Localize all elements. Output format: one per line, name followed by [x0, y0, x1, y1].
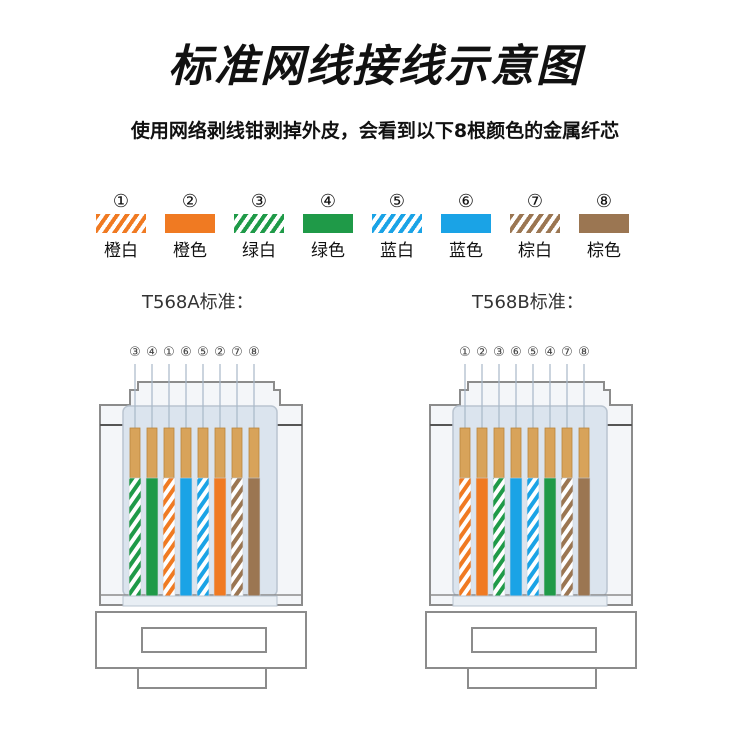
t568a-title: T568A标准：	[142, 292, 254, 313]
copper-contact	[476, 427, 488, 479]
solid-swatch	[303, 214, 353, 233]
legend-number: ③	[250, 191, 268, 212]
copper-contact	[459, 427, 471, 479]
wire-striped	[230, 477, 244, 597]
pin-number-label: ①	[163, 345, 175, 360]
legend-item: ⑦ 棕白	[507, 192, 563, 261]
wire-striped	[162, 477, 176, 597]
wire-striped	[492, 477, 506, 597]
legend-label: 棕白	[518, 241, 552, 261]
t568b-title: T568B标准：	[472, 292, 584, 313]
legend-item: ⑧ 棕色	[576, 192, 632, 261]
copper-contact	[180, 427, 192, 479]
copper-contact	[129, 427, 141, 479]
wire-solid	[475, 477, 489, 597]
wire-striped	[196, 477, 210, 597]
legend-label: 蓝色	[449, 241, 483, 261]
pin-number-label: ②	[476, 345, 488, 360]
legend-label: 橙色	[173, 241, 207, 261]
legend-item: ⑤ 蓝白	[369, 192, 425, 261]
legend-label: 绿色	[311, 241, 345, 261]
copper-contact	[248, 427, 260, 479]
copper-contact	[231, 427, 243, 479]
pin-number-label: ③	[129, 345, 141, 360]
striped-swatch	[510, 214, 560, 233]
copper-contact	[197, 427, 209, 479]
solid-swatch	[579, 214, 629, 233]
wire-solid	[213, 477, 227, 597]
wire-striped	[560, 477, 574, 597]
wire-striped	[526, 477, 540, 597]
striped-swatch	[234, 214, 284, 233]
striped-swatch	[372, 214, 422, 233]
legend-item: ① 橙白	[93, 192, 149, 261]
page-subtitle: 使用网络剥线钳剥掉外皮，会看到以下8根颜色的金属纤芯	[130, 120, 620, 142]
legend-number: ④	[319, 191, 337, 212]
legend-label: 蓝白	[380, 241, 414, 261]
legend-number: ⑦	[526, 191, 544, 212]
pin-number-label: ⑦	[561, 345, 573, 360]
copper-contact	[578, 427, 590, 479]
wire-solid	[543, 477, 557, 597]
legend-number: ⑥	[457, 191, 475, 212]
copper-contact	[544, 427, 556, 479]
solid-swatch	[165, 214, 215, 233]
legend-label: 绿白	[242, 241, 276, 261]
legend-item: ② 橙色	[162, 192, 218, 261]
pin-number-label: ⑤	[527, 345, 539, 360]
pin-number-label: ⑤	[197, 345, 209, 360]
legend-item: ⑥ 蓝色	[438, 192, 494, 261]
pin-number-label: ④	[146, 345, 158, 360]
pin-number-label: ⑥	[510, 345, 522, 360]
pin-number-label: ⑧	[578, 345, 590, 360]
wire-solid	[179, 477, 193, 597]
wire-solid	[247, 477, 261, 597]
copper-contact	[510, 427, 522, 479]
legend-number: ⑧	[595, 191, 613, 212]
page-title: 标准网线接线示意图	[168, 41, 582, 92]
copper-contact	[493, 427, 505, 479]
copper-contact	[527, 427, 539, 479]
striped-swatch	[96, 214, 146, 233]
legend-number: ①	[112, 191, 130, 212]
copper-contact	[214, 427, 226, 479]
copper-contact	[146, 427, 158, 479]
wire-solid	[577, 477, 591, 597]
wire-striped	[458, 477, 472, 597]
legend-label: 棕色	[587, 241, 621, 261]
pin-number-label: ③	[493, 345, 505, 360]
legend-label: 橙白	[104, 241, 138, 261]
legend-item: ④ 绿色	[300, 192, 356, 261]
wire-striped	[128, 477, 142, 597]
copper-contact	[163, 427, 175, 479]
legend-item: ③ 绿白	[231, 192, 287, 261]
copper-contact	[561, 427, 573, 479]
wire-solid	[145, 477, 159, 597]
pin-number-label: ①	[459, 345, 471, 360]
legend-number: ②	[181, 191, 199, 212]
pin-number-label: ⑧	[248, 345, 260, 360]
pin-number-label: ②	[214, 345, 226, 360]
pin-number-label: ④	[544, 345, 556, 360]
solid-swatch	[441, 214, 491, 233]
pin-number-label: ⑥	[180, 345, 192, 360]
pin-number-label: ⑦	[231, 345, 243, 360]
legend-number: ⑤	[388, 191, 406, 212]
wire-solid	[509, 477, 523, 597]
